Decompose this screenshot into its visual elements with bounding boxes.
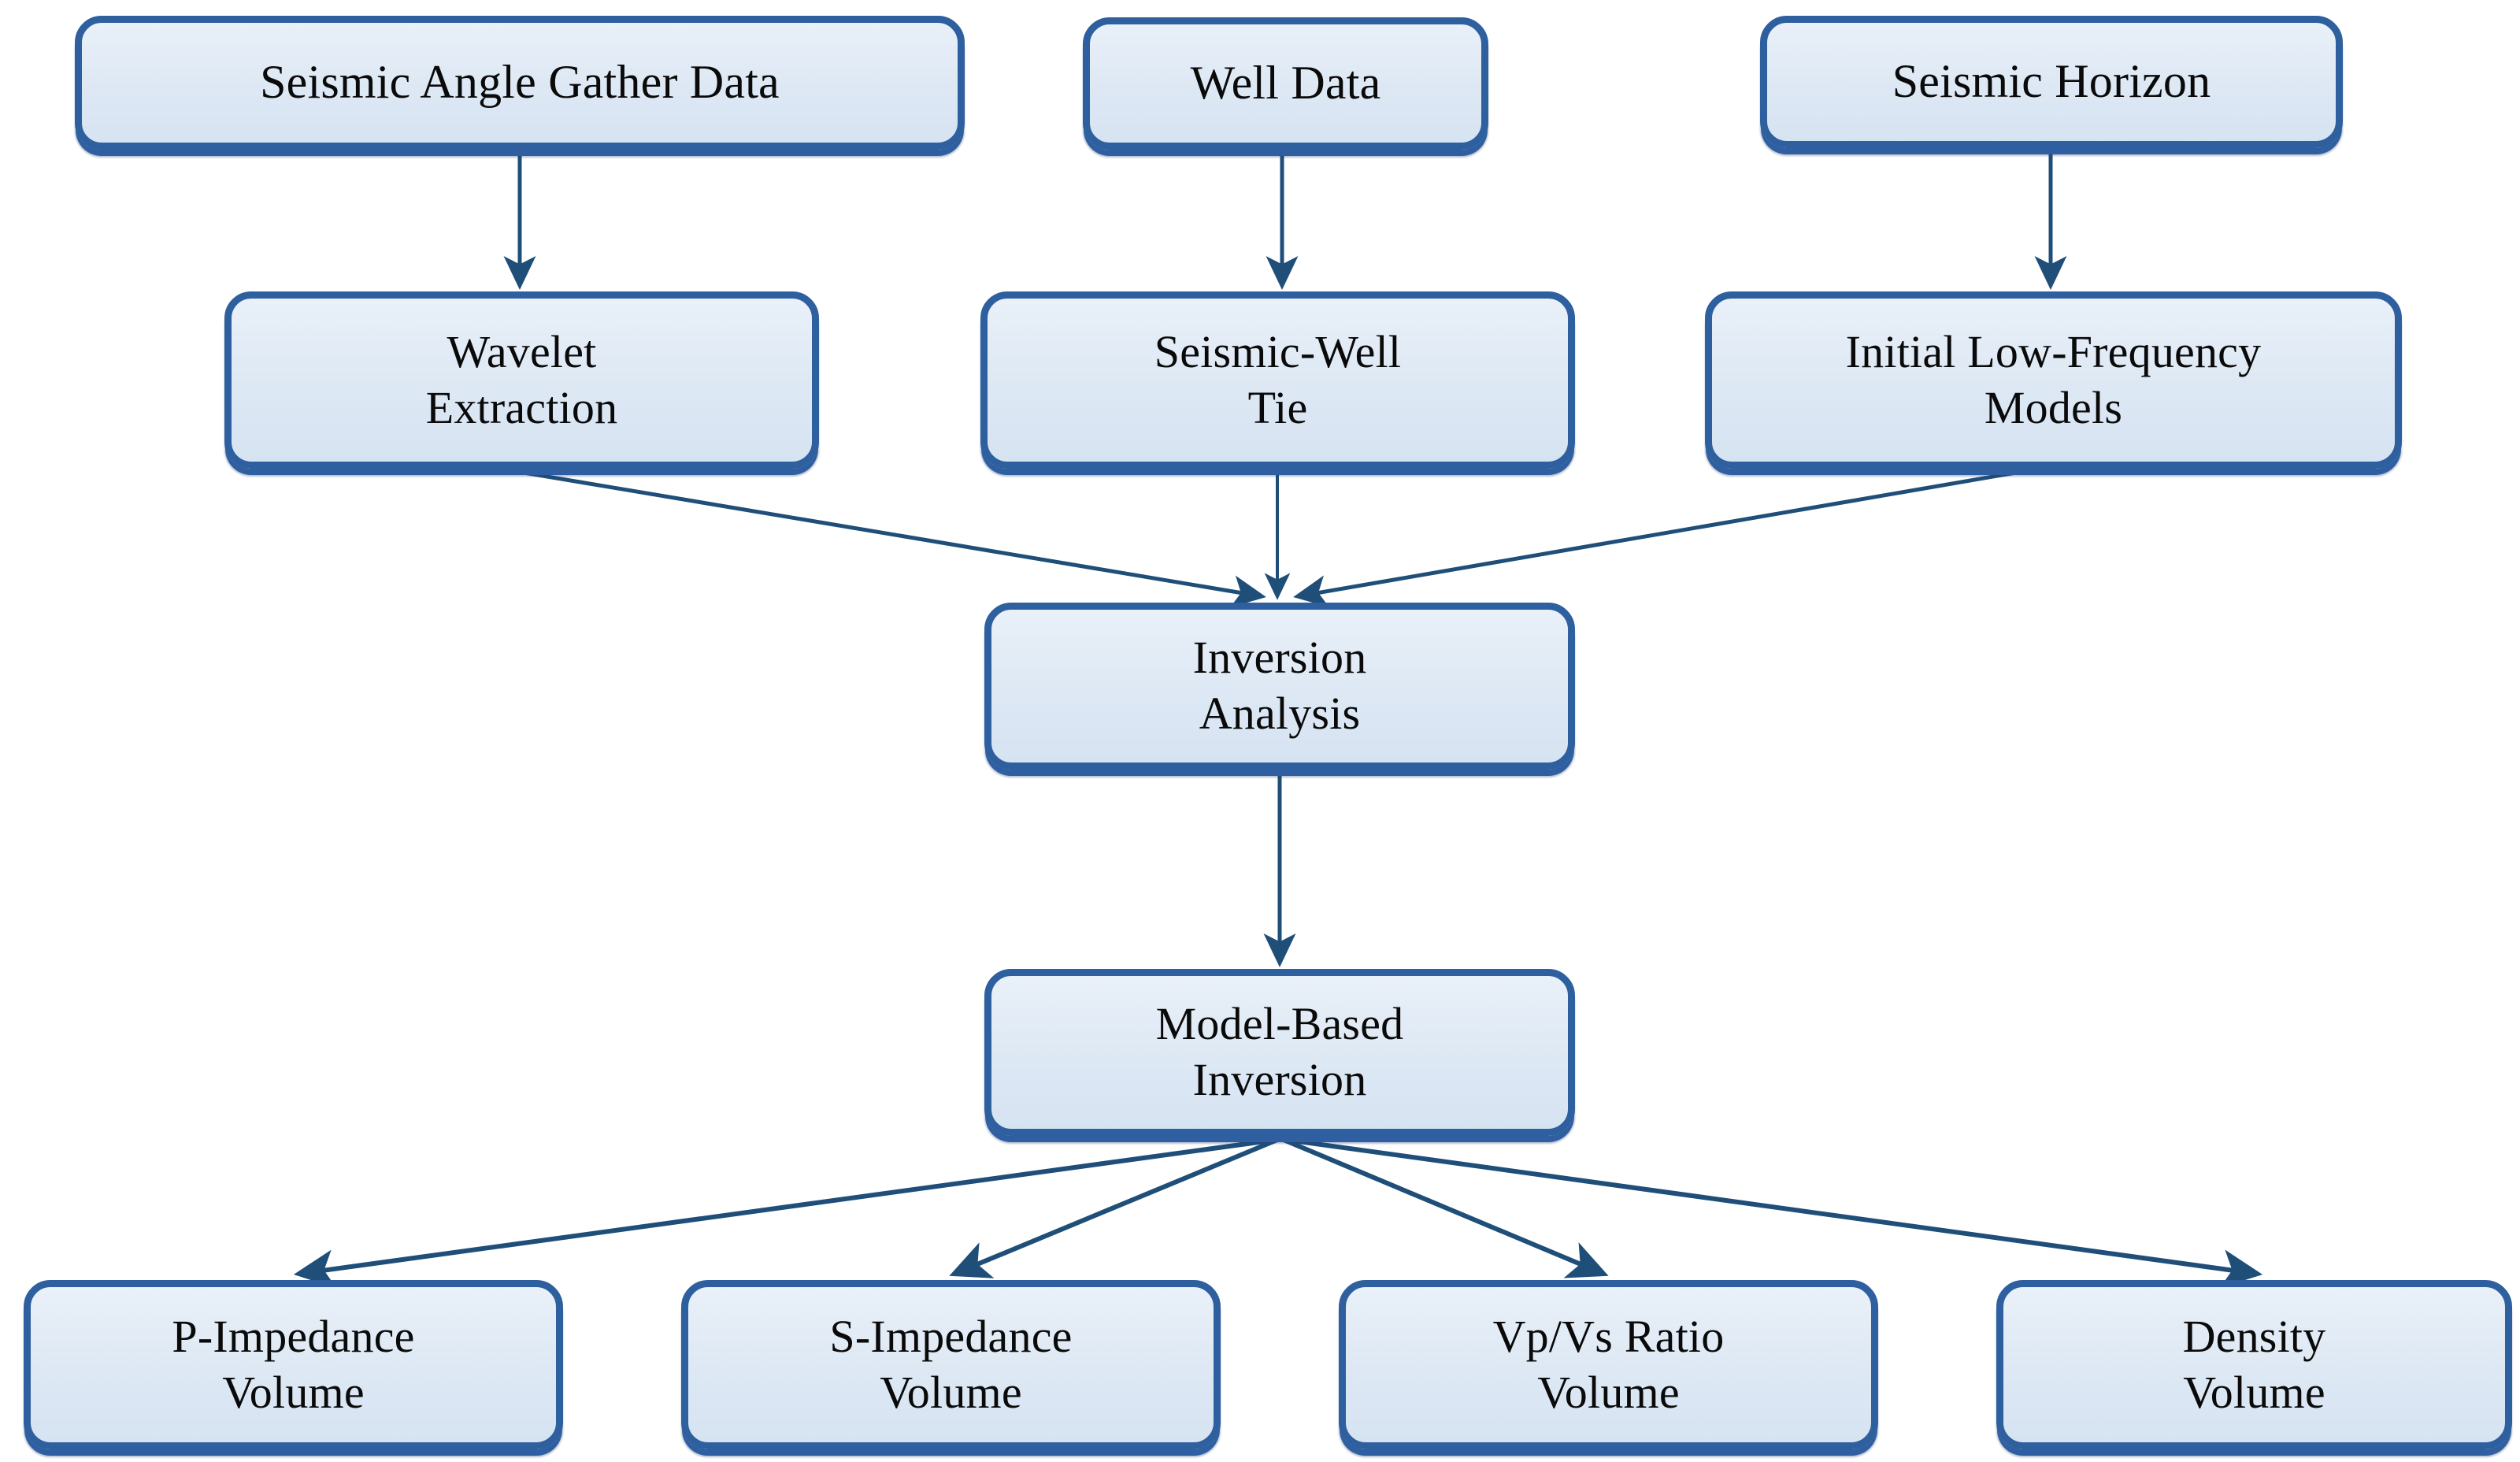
edge-initial-low-frequency-models-to-inversion-analysis (1293, 470, 2017, 607)
node-label-s-impedance-volume: S-Impedance Volume (829, 1310, 1073, 1418)
node-vp-vs-ratio-volume[interactable]: Vp/Vs Ratio Volume (1339, 1280, 1878, 1449)
node-label-initial-low-frequency-models: Initial Low-Frequency Models (1845, 325, 2262, 433)
node-well-data[interactable]: Well Data (1083, 17, 1488, 150)
node-label-well-data: Well Data (1190, 57, 1381, 109)
node-label-density-volume: Density Volume (2182, 1310, 2326, 1418)
node-label-seismic-angle-gather-data: Seismic Angle Gather Data (260, 56, 780, 109)
node-label-p-impedance-volume: P-Impedance Volume (172, 1310, 415, 1418)
edge-model-based-inversion-to-p-impedance-volume (293, 1137, 1277, 1289)
node-label-vp-vs-ratio-volume: Vp/Vs Ratio Volume (1492, 1310, 1725, 1418)
node-label-seismic-horizon: Seismic Horizon (1892, 55, 2211, 108)
node-wavelet-extraction[interactable]: Wavelet Extraction (224, 291, 819, 469)
node-model-based-inversion[interactable]: Model-Based Inversion (984, 969, 1575, 1136)
node-inversion-analysis[interactable]: Inversion Analysis (984, 603, 1575, 770)
node-seismic-angle-gather-data[interactable]: Seismic Angle Gather Data (75, 16, 965, 150)
node-label-wavelet-extraction: Wavelet Extraction (425, 325, 618, 433)
node-seismic-horizon[interactable]: Seismic Horizon (1760, 16, 2343, 148)
edge-model-based-inversion-to-density-volume (1286, 1137, 2263, 1289)
node-s-impedance-volume[interactable]: S-Impedance Volume (681, 1280, 1221, 1449)
node-p-impedance-volume[interactable]: P-Impedance Volume (24, 1280, 563, 1449)
node-label-inversion-analysis: Inversion Analysis (1192, 632, 1367, 739)
node-initial-low-frequency-models[interactable]: Initial Low-Frequency Models (1705, 291, 2402, 469)
node-seismic-well-tie[interactable]: Seismic-Well Tie (980, 291, 1575, 469)
node-label-model-based-inversion: Model-Based Inversion (1155, 998, 1404, 1105)
node-label-seismic-well-tie: Seismic-Well Tie (1154, 325, 1402, 433)
edge-model-based-inversion-to-vp-vs-ratio-volume (1282, 1137, 1609, 1278)
edge-wavelet-extraction-to-inversion-analysis (523, 470, 1266, 608)
edge-model-based-inversion-to-s-impedance-volume (949, 1137, 1279, 1278)
node-density-volume[interactable]: Density Volume (1996, 1280, 2512, 1449)
